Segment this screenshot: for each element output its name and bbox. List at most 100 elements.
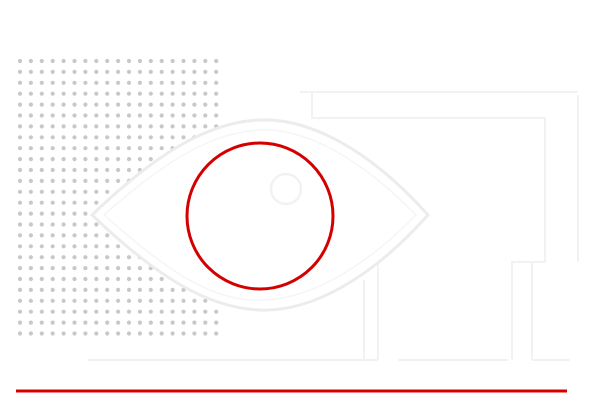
dot: [50, 146, 55, 151]
dot: [159, 135, 164, 140]
dot: [28, 189, 33, 194]
dot: [39, 266, 44, 271]
dot: [105, 146, 110, 151]
dot: [50, 69, 55, 74]
dot: [192, 124, 197, 129]
dot: [28, 69, 33, 74]
dot: [214, 320, 219, 325]
dot: [72, 178, 77, 183]
dot: [192, 91, 197, 96]
dot: [17, 309, 23, 314]
dot: [61, 211, 66, 216]
dot: [72, 91, 77, 96]
dot: [50, 102, 55, 107]
dot: [214, 309, 219, 314]
dot: [181, 91, 186, 96]
dot: [94, 266, 99, 271]
dot: [28, 233, 33, 238]
dot: [17, 320, 23, 325]
dot: [17, 255, 23, 260]
dot: [159, 91, 164, 96]
dot: [72, 80, 77, 85]
dot: [116, 146, 121, 151]
dot: [83, 91, 88, 96]
dot: [61, 167, 66, 173]
dot: [94, 157, 99, 162]
dot: [17, 135, 23, 140]
dot: [72, 146, 77, 151]
dot: [83, 298, 88, 303]
dot: [94, 58, 99, 64]
dot: [137, 113, 142, 118]
dot: [17, 102, 23, 107]
dot: [28, 178, 33, 183]
dot: [17, 276, 23, 282]
dot: [126, 102, 132, 107]
dot: [28, 276, 33, 282]
dot: [28, 80, 33, 85]
dot: [126, 309, 132, 314]
dot: [72, 102, 77, 107]
dot: [126, 331, 132, 336]
dot: [39, 113, 44, 118]
dot: [39, 167, 44, 173]
dot: [214, 58, 219, 64]
dot: [137, 298, 142, 303]
dot: [203, 124, 208, 129]
dot: [28, 200, 33, 205]
dot: [17, 189, 23, 194]
dot: [50, 331, 55, 336]
dot: [72, 135, 77, 140]
dot: [126, 69, 132, 74]
dot: [39, 320, 44, 325]
dot: [126, 157, 132, 162]
dot: [116, 309, 121, 314]
dot: [181, 69, 186, 74]
dot: [148, 157, 153, 162]
dot: [94, 124, 99, 129]
dot: [83, 102, 88, 107]
dot: [61, 178, 66, 183]
dot: [148, 287, 153, 292]
dot: [192, 102, 197, 107]
dot: [28, 287, 33, 292]
dot: [148, 320, 153, 325]
dot: [17, 222, 23, 227]
dot: [105, 233, 110, 238]
dot: [83, 320, 88, 325]
dot: [83, 244, 88, 249]
dot: [94, 331, 99, 336]
dot: [50, 135, 55, 140]
dot: [72, 124, 77, 129]
dot: [126, 124, 132, 129]
dot: [83, 80, 88, 85]
dot: [137, 58, 142, 64]
dot: [159, 287, 164, 292]
dot: [192, 298, 197, 303]
dot: [17, 211, 23, 216]
dot: [159, 58, 164, 64]
dot: [116, 255, 121, 260]
dot: [214, 102, 219, 107]
dot: [181, 298, 186, 303]
dot: [105, 178, 110, 183]
dot: [192, 80, 197, 85]
dot: [17, 58, 23, 64]
dot: [61, 69, 66, 74]
dot: [28, 157, 33, 162]
dot: [105, 331, 110, 336]
dot: [83, 222, 88, 227]
dot: [28, 135, 33, 140]
dot: [50, 255, 55, 260]
dot: [159, 309, 164, 314]
dot: [50, 298, 55, 303]
dot: [83, 309, 88, 314]
dot: [61, 309, 66, 314]
dot: [83, 167, 88, 173]
dot: [17, 298, 23, 303]
dot: [39, 331, 44, 336]
dot: [83, 58, 88, 64]
dot: [137, 266, 142, 271]
dot: [83, 233, 88, 238]
dot: [61, 80, 66, 85]
